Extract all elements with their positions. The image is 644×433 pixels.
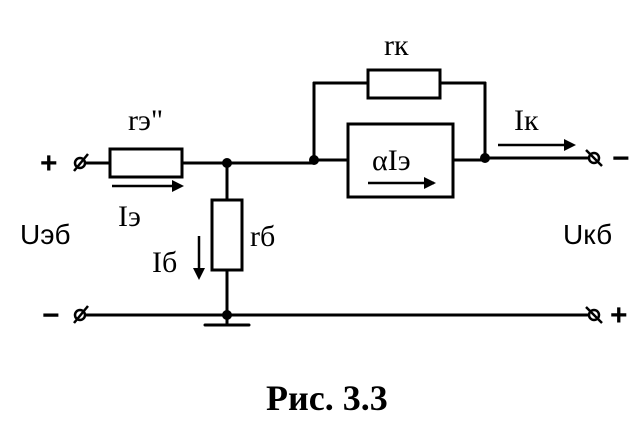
sign-in-bottom: − [42,299,60,332]
resistor-rb [210,198,244,272]
label-ik: Iк [514,104,539,137]
resistor-rk [366,68,442,100]
junction-left [309,155,319,165]
sign-out-top: − [612,142,630,175]
terminal-in-bottom [73,305,89,324]
ib-arrow-head [193,268,205,280]
resistor-re [108,147,184,179]
sign-in-top: + [40,147,58,180]
sign-out-bottom: + [610,299,628,332]
terminal-out-bottom [585,306,603,324]
label-ib: Iб [152,246,177,279]
ie-arrow-head [172,180,184,192]
junction-base [222,158,232,168]
terminal-out-top [585,149,603,167]
junction-right [480,153,490,163]
label-current-source: αIэ [372,144,411,177]
label-ie: Iэ [118,200,141,233]
label-re: rэ" [128,104,163,137]
label-rk: rк [384,29,409,62]
figure-caption: Рис. 3.3 [266,378,388,418]
label-ukb: Uкб [563,219,612,250]
label-rb: rб [250,220,275,253]
terminal-in-top [73,153,89,172]
ik-arrow-head [564,139,576,151]
label-ueb: Uэб [20,219,71,250]
source-arrow-head [424,177,436,189]
junction-ground [222,310,232,320]
